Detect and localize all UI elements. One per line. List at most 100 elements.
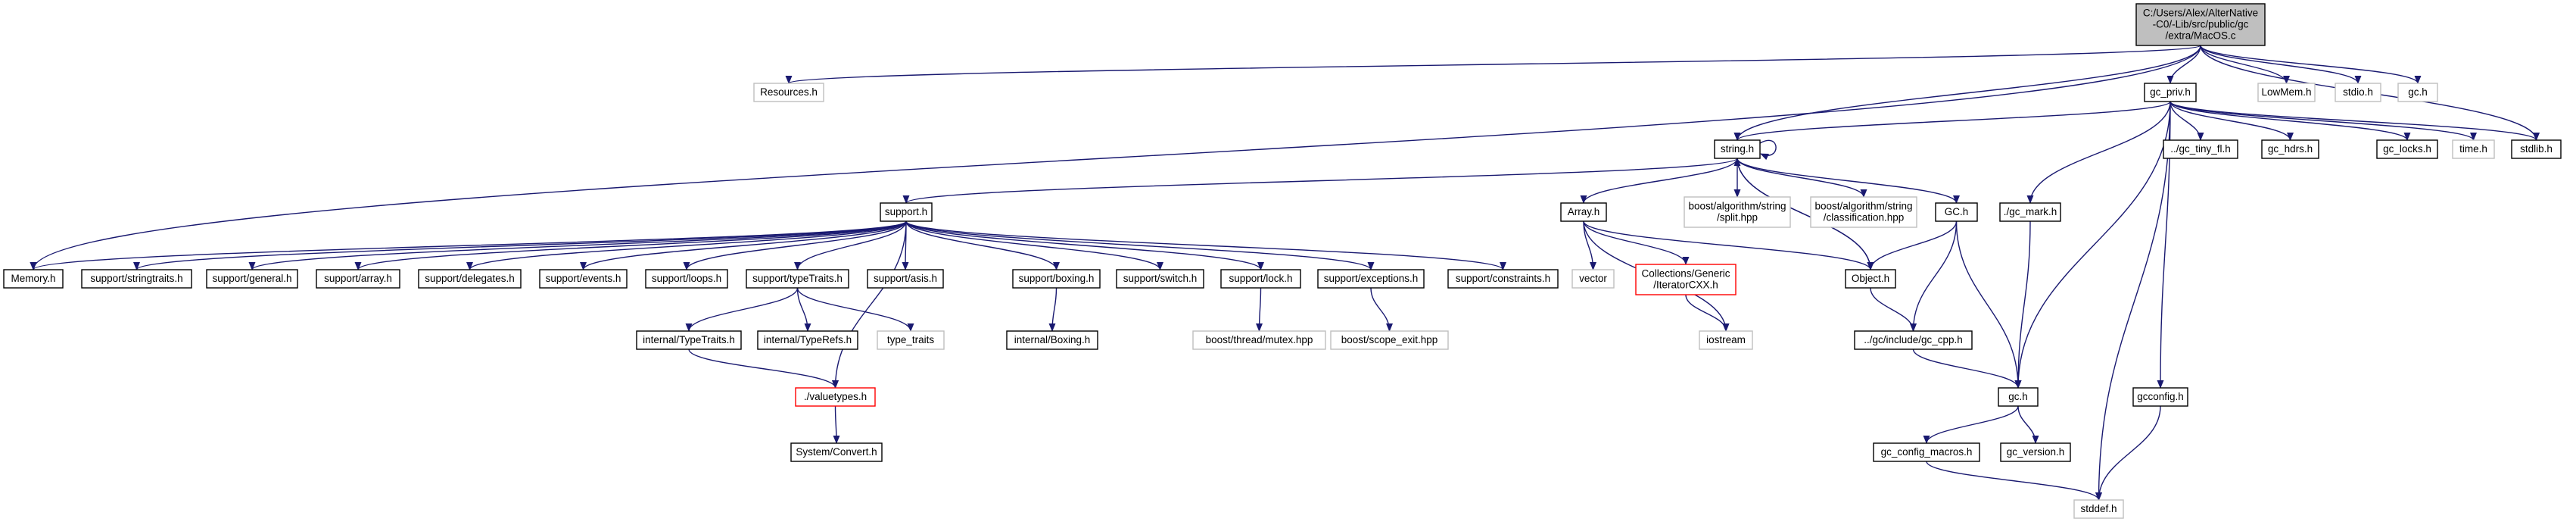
node-box-gcconfig [2132,387,2188,407]
node-gc_version[interactable]: gc_version.h [2000,442,2071,462]
node-box-object [1845,269,1896,289]
node-label-int_typetraits-0: internal/TypeTraits.h [643,334,735,345]
node-label-gc_cpp-0: ../gc/include/gc_cpp.h [1864,334,1963,345]
node-label-memory-0: Memory.h [11,273,55,284]
edge-gc_priv-to-gc_locks [2170,101,2411,141]
node-gc_config_macros[interactable]: gc_config_macros.h [1873,442,1980,462]
node-label-loops-0: support/loops.h [652,273,721,284]
node-label-gc_locks-0: gc_locks.h [2383,143,2431,155]
node-boxing[interactable]: support/boxing.h [1012,269,1101,289]
node-scope_exit: boost/scope_exit.hpp [1330,330,1449,350]
node-constraints[interactable]: support/constraints.h [1447,269,1559,289]
edge-support-to-constraints [905,220,1506,270]
node-gcconfig[interactable]: gcconfig.h [2132,387,2188,407]
node-box-events [539,269,628,289]
node-label-root-2: /extra/MacOS.c [2165,30,2235,42]
node-iterator[interactable]: Collections/Generic/IteratorCXX.h [1635,264,1737,295]
node-stringtraits[interactable]: support/stringtraits.h [81,269,192,289]
node-iostream: iostream [1699,330,1753,350]
node-object[interactable]: Object.h [1845,269,1896,289]
node-box-gc_version [2000,442,2071,462]
node-mutex: boost/thread/mutex.hpp [1192,330,1326,350]
edge-lock-to-mutex [1256,287,1263,332]
node-string[interactable]: string.h [1714,139,1761,159]
node-gc_priv[interactable]: gc_priv.h [2144,83,2197,102]
node-stdlib[interactable]: stdlib.h [2511,139,2562,159]
node-typetraits[interactable]: support/typeTraits.h [746,269,849,289]
node-int_typetraits[interactable]: internal/TypeTraits.h [636,330,742,350]
node-asis[interactable]: support/asis.h [867,269,944,289]
node-gc_cpp[interactable]: ../gc/include/gc_cpp.h [1854,330,1973,350]
node-gc_tiny_fl[interactable]: ../gc_tiny_fl.h [2163,139,2238,159]
edge-gc_cpp-to-gc_main [1912,348,2022,389]
node-delegates[interactable]: support/delegates.h [418,269,522,289]
node-box-int_typerefs [757,330,858,350]
node-label-string-0: string.h [1721,143,1754,155]
node-box-gc_main [1998,387,2039,407]
edge-gc_priv-to-gc_mark [2026,101,2171,204]
node-lock[interactable]: support/lock.h [1220,269,1301,289]
node-loops[interactable]: support/loops.h [645,269,728,289]
node-gc_hdrs[interactable]: gc_hdrs.h [2261,139,2319,159]
node-box-boxing [1012,269,1101,289]
node-box-lowmem [2257,83,2316,102]
node-label-boost_split-0: boost/algorithm/string [1688,201,1786,212]
node-box-mutex [1192,330,1326,350]
edge-gc_priv-to-time [2170,101,2477,141]
node-array[interactable]: Array.h [1560,202,1607,222]
node-box-int_typetraits [636,330,742,350]
node-type_traits: type_traits [877,330,945,350]
node-label-int_boxing-0: internal/Boxing.h [1014,334,1091,345]
node-label-root-1: -C0/-Lib/src/public/gc [2153,19,2249,30]
edge-object-to-string [1733,158,1871,270]
node-boost_class: boost/algorithm/string/classification.hp… [1810,196,1917,228]
node-label-root-0: C:/Users/Alex/AlterNative [2143,8,2258,19]
node-label-constraints-0: support/constraints.h [1456,273,1550,284]
node-root[interactable]: C:/Users/Alex/AlterNative-C0/-Lib/src/pu… [2135,3,2266,46]
edge-gc_priv-to-stdlib [2170,101,2540,141]
node-label-gc_main-0: gc.h [2008,391,2028,402]
node-convert[interactable]: System/Convert.h [790,442,883,462]
node-sarray[interactable]: support/array.h [316,269,400,289]
node-box-gc_config_macros [1873,442,1980,462]
edge-string-to-GC [1737,158,1960,204]
node-label-iostream-0: iostream [1706,334,1746,345]
node-gc_locks[interactable]: gc_locks.h [2376,139,2438,159]
edge-gc_priv-to-gc_tiny_fl [2170,101,2204,141]
edge-support-to-typetraits [794,220,907,270]
node-label-resources-0: Resources.h [760,86,818,98]
node-gc_mark[interactable]: ./gc_mark.h [1999,202,2061,222]
node-label-lock-0: support/lock.h [1229,273,1292,284]
edge-GC-to-gc_cpp [1910,220,1958,332]
node-support[interactable]: support.h [880,202,933,222]
node-general[interactable]: support/general.h [206,269,298,289]
node-box-string [1714,139,1761,159]
node-box-exceptions [1317,269,1425,289]
node-box-stdio [2335,83,2381,102]
node-box-lock [1220,269,1301,289]
node-exceptions[interactable]: support/exceptions.h [1317,269,1425,289]
node-box-gc_mark [1999,202,2061,222]
node-gc_h_top: gc.h [2397,83,2438,102]
node-label-vector-0: vector [1579,273,1607,284]
node-vector: vector [1571,269,1615,289]
edge-root-to-string [1733,45,2201,141]
node-box-time [2452,139,2495,159]
node-label-delegates-0: support/delegates.h [425,273,515,284]
node-box-resources [753,83,824,102]
edge-support-to-boxing [905,220,1060,270]
node-events[interactable]: support/events.h [539,269,628,289]
node-label-mutex-0: boost/thread/mutex.hpp [1206,334,1313,345]
node-gc_main[interactable]: gc.h [1998,387,2039,407]
node-int_typerefs[interactable]: internal/TypeRefs.h [757,330,858,350]
node-label-stdlib-0: stdlib.h [2520,143,2553,155]
node-switch[interactable]: support/switch.h [1116,269,1204,289]
node-box-asis [867,269,944,289]
node-valuetypes[interactable]: ./valuetypes.h [795,387,876,407]
node-memory[interactable]: Memory.h [3,269,64,289]
edge-support-to-general [248,220,907,270]
node-int_boxing[interactable]: internal/Boxing.h [1006,330,1098,350]
edge-object-to-gc_cpp [1870,287,1917,332]
node-GC[interactable]: GC.h [1935,202,1978,222]
node-label-GC-0: GC.h [1945,206,1969,217]
